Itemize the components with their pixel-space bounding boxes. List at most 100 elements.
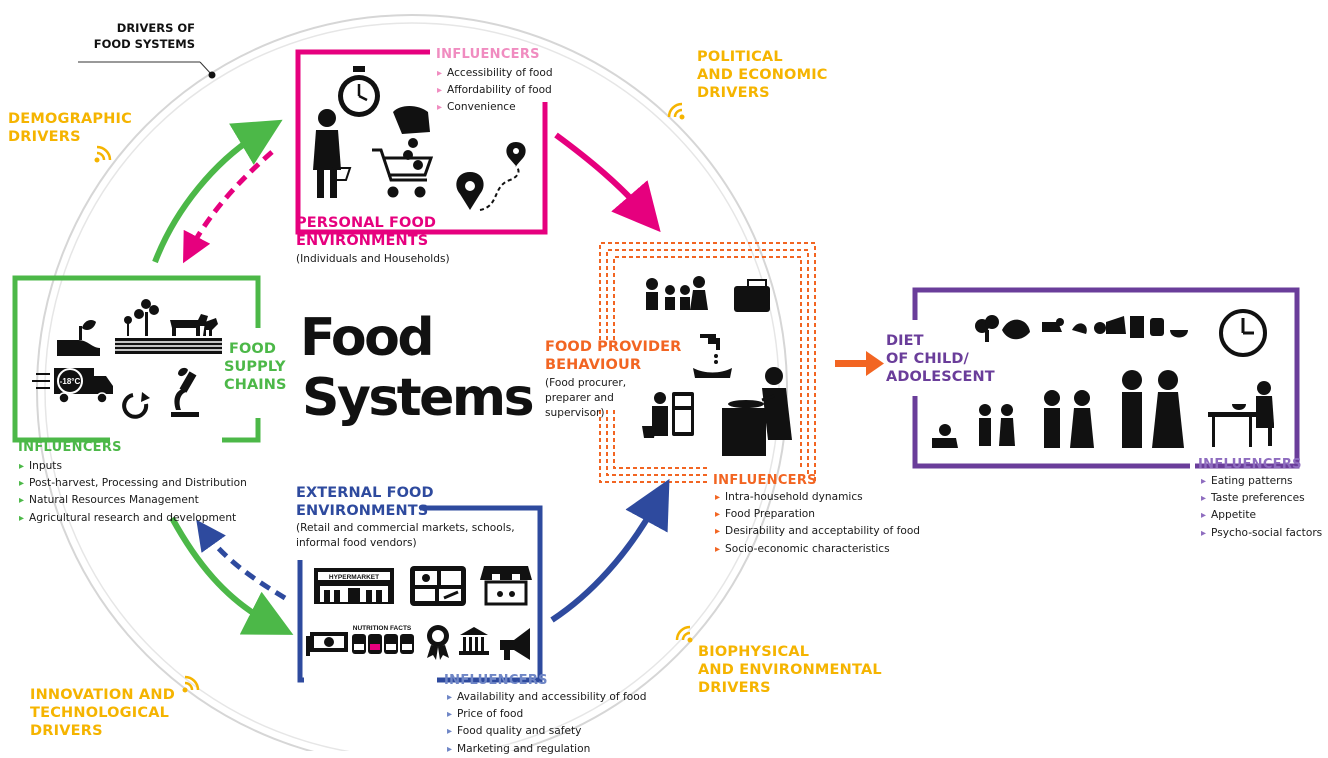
demographic-driver-icon (94, 145, 112, 163)
list-item: Food Preparation (715, 506, 920, 523)
list-item: Eating patterns (1201, 473, 1322, 490)
foods-row-icon (975, 315, 1188, 342)
drivers-pointer (78, 61, 216, 79)
drivers-of-food-systems-label: DRIVERS OF FOOD SYSTEMS (90, 20, 195, 52)
personal-section-title: PERSONAL FOOD ENVIRONMENTS (296, 214, 436, 250)
personal-influencers-list: Accessibility of food Affordability of f… (437, 65, 553, 117)
arrow-external-to-supply (196, 519, 287, 601)
provider-influencers-label: INFLUENCERS (713, 473, 817, 488)
hypermarket-icon: HYPERMARKET (314, 568, 394, 604)
list-item: Marketing and regulation (447, 741, 646, 758)
arrow-provider-to-diet (835, 351, 884, 376)
list-item: Socio-economic characteristics (715, 541, 920, 558)
demographic-line2: DRIVERS (8, 129, 81, 145)
recycle-icon (122, 392, 150, 419)
nutrition-facts-icon: NUTRITION FACTS (352, 625, 414, 654)
page-title: Food Systems (300, 308, 540, 428)
family-icon (646, 276, 708, 310)
supply-influencers-label: INFLUENCERS (18, 440, 122, 455)
school-lunch-tray-icon (410, 566, 466, 606)
innovation-line3: DRIVERS (30, 723, 103, 739)
innovation-drivers-label: INNOVATION AND TECHNOLOGICAL DRIVERS (30, 686, 175, 740)
diet-title-line3: ADOLESCENT (886, 369, 995, 385)
truck-temperature-label: -18°C (60, 377, 81, 386)
supply-section-title: FOOD SUPPLY CHAINS (224, 340, 286, 394)
arrow-supply-to-external (169, 516, 294, 635)
market-stall-icon (480, 566, 532, 606)
list-item: Price of food (447, 706, 646, 723)
diet-box (912, 287, 1300, 469)
personal-title-line1: PERSONAL FOOD (296, 215, 437, 231)
list-item: Post-harvest, Processing and Distributio… (19, 475, 247, 492)
biophysical-drivers-label: BIOPHYSICAL AND ENVIRONMENTAL DRIVERS (698, 643, 882, 697)
diet-influencers-label: INFLUENCERS (1198, 457, 1302, 472)
personal-box (295, 49, 548, 235)
provider-subtitle: (Food procurer, preparer and supervisor) (545, 376, 626, 421)
child-eating-at-table-icon (1208, 381, 1274, 447)
shopping-cart-icon (372, 148, 434, 198)
provider-section-title: FOOD PROVIDER BEHAVIOUR (545, 338, 681, 374)
title-line2: Systems (302, 368, 535, 428)
shopper-with-basket-icon (313, 109, 352, 198)
external-subtitle-line1: (Retail and commercial markets, schools, (296, 522, 515, 534)
diet-section-title: DIET OF CHILD/ ADOLESCENT (886, 332, 995, 386)
demographic-drivers-label: DEMOGRAPHIC DRIVERS (8, 110, 132, 146)
provider-title-line1: FOOD PROVIDER (545, 339, 682, 355)
external-title-line1: EXTERNAL FOOD (296, 485, 434, 501)
political-line2: AND ECONOMIC (697, 67, 828, 83)
refrigerated-truck-icon: -18°C (32, 368, 113, 404)
provider-subtitle-line1: (Food procurer, (545, 377, 627, 389)
list-item: Food quality and safety (447, 723, 646, 740)
supply-box (12, 275, 261, 443)
list-item: Intra-household dynamics (715, 489, 920, 506)
money-bills-icon (306, 632, 348, 656)
list-item: Inputs (19, 458, 247, 475)
title-line1: Food (300, 308, 435, 368)
list-item: Agricultural research and development (19, 510, 247, 527)
children-figures-icon (932, 370, 1184, 448)
innovation-line2: TECHNOLOGICAL (30, 705, 170, 721)
biophysical-line2: AND ENVIRONMENTAL (698, 662, 882, 678)
biophysical-driver-icon (675, 625, 693, 643)
arrow-personal-to-supply (183, 150, 274, 264)
provider-title-line2: BEHAVIOUR (545, 357, 642, 373)
political-line3: DRIVERS (697, 85, 770, 101)
drivers-ring-outer (36, 14, 788, 751)
biophysical-line1: BIOPHYSICAL (698, 644, 810, 660)
political-line1: POLITICAL (697, 49, 783, 65)
demographic-line1: DEMOGRAPHIC (8, 111, 132, 127)
provider-box (599, 242, 816, 483)
stopwatch-icon (338, 66, 380, 117)
supply-influencers-list: Inputs Post-harvest, Processing and Dist… (19, 458, 247, 527)
livestock-icon (170, 314, 218, 336)
wallet-icon (734, 279, 770, 312)
list-item: Desirability and acceptability of food (715, 523, 920, 540)
diet-title-line2: OF CHILD/ (886, 351, 969, 367)
provider-influencers-list: Intra-household dynamics Food Preparatio… (715, 489, 920, 558)
list-item: Appetite (1201, 507, 1322, 524)
drivers-of-line2: FOOD SYSTEMS (93, 37, 195, 51)
clock-icon (1219, 309, 1267, 357)
nutrition-facts-label: NUTRITION FACTS (353, 625, 412, 632)
microscope-icon (171, 367, 199, 417)
megaphone-icon (500, 628, 530, 660)
arrow-supply-to-personal (152, 119, 283, 264)
arrow-personal-to-provider (554, 132, 661, 233)
list-item: Taste preferences (1201, 490, 1322, 507)
personal-influencers-label: INFLUENCERS (436, 47, 540, 62)
political-drivers-label: POLITICAL AND ECONOMIC DRIVERS (697, 48, 828, 102)
external-subtitle: (Retail and commercial markets, schools,… (296, 521, 515, 551)
provider-subtitle-line3: supervisor) (545, 407, 605, 419)
list-item: Affordability of food (437, 82, 553, 99)
diet-title-line1: DIET (886, 333, 924, 349)
personal-subtitle: (Individuals and Households) (296, 253, 450, 265)
innovation-driver-icon (182, 675, 200, 693)
list-item: Availability and accessibility of food (447, 689, 646, 706)
political-driver-icon (667, 102, 685, 120)
field-crops-icon (115, 299, 222, 354)
external-section-title: EXTERNAL FOOD ENVIRONMENTS (296, 484, 434, 520)
external-title-line2: ENVIRONMENTS (296, 503, 429, 519)
external-influencers-list: Availability and accessibility of food P… (447, 689, 646, 758)
hypermarket-sign: HYPERMARKET (329, 574, 379, 581)
